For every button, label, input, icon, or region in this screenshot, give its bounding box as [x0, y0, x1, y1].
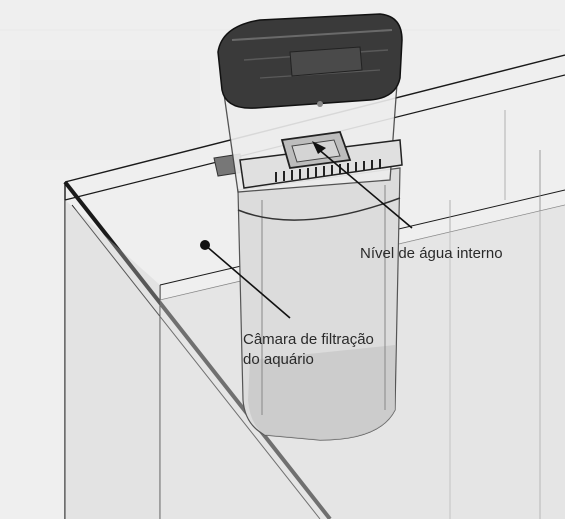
water-level-label: Nível de água interno	[360, 245, 503, 262]
marker-dot-icon	[200, 240, 210, 250]
filter-unit	[213, 13, 403, 441]
filter-chamber-label-line1: Câmara de filtração	[243, 331, 374, 348]
left-glass-wall	[65, 200, 160, 519]
filter-chamber-label-line2: do aquário	[243, 351, 314, 368]
arrow-head-icon	[312, 141, 326, 154]
filter-chamber-label: Câmara de filtração do aquário	[243, 330, 374, 370]
water-level-leader	[316, 147, 413, 229]
leader-lines	[204, 147, 413, 319]
chamber-leader	[204, 244, 291, 319]
